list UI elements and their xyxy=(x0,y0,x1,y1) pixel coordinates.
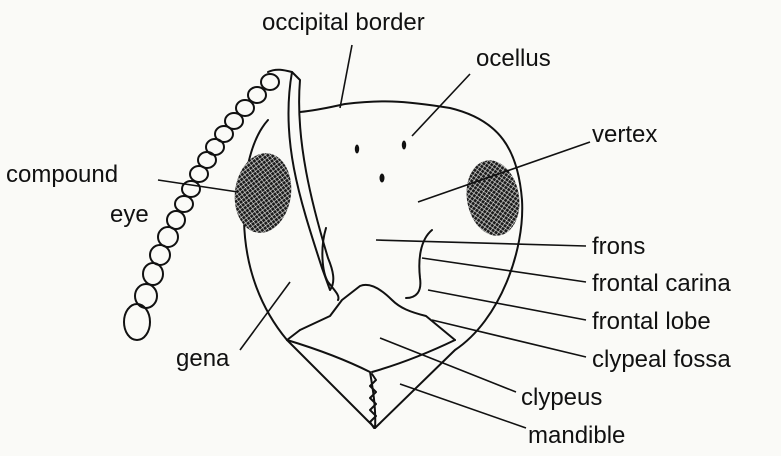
leader-frontal-lobe xyxy=(428,290,586,320)
label-frontal-carina: frontal carina xyxy=(592,270,731,297)
label-mandible: mandible xyxy=(528,422,625,449)
leader-frons xyxy=(376,240,586,246)
leader-gena xyxy=(240,282,290,350)
leader-clypeal-fossa xyxy=(432,320,586,357)
leader-ocellus xyxy=(412,74,470,136)
leader-frontal-carina xyxy=(422,258,586,282)
label-clypeus: clypeus xyxy=(521,384,602,411)
label-gena: gena xyxy=(176,345,230,372)
label-eye: eye xyxy=(110,201,149,228)
label-occipital-border: occipital border xyxy=(262,9,425,36)
label-frontal-lobe: frontal lobe xyxy=(592,308,711,335)
compound-eye-left xyxy=(230,149,297,236)
ocelli xyxy=(355,141,406,183)
leader-occipital-border xyxy=(340,45,352,108)
labels: occipital border ocellus vertex compound… xyxy=(6,9,731,449)
label-clypeal-fossa: clypeal fossa xyxy=(592,346,731,373)
label-compound: compound xyxy=(6,161,118,188)
label-ocellus: ocellus xyxy=(476,45,551,72)
antenna xyxy=(124,70,333,340)
leader-mandible xyxy=(400,384,526,428)
mandibles xyxy=(287,340,455,428)
label-vertex: vertex xyxy=(592,121,657,148)
clypeus-plate xyxy=(287,285,455,340)
head-outline xyxy=(244,101,523,428)
label-frons: frons xyxy=(592,233,645,260)
